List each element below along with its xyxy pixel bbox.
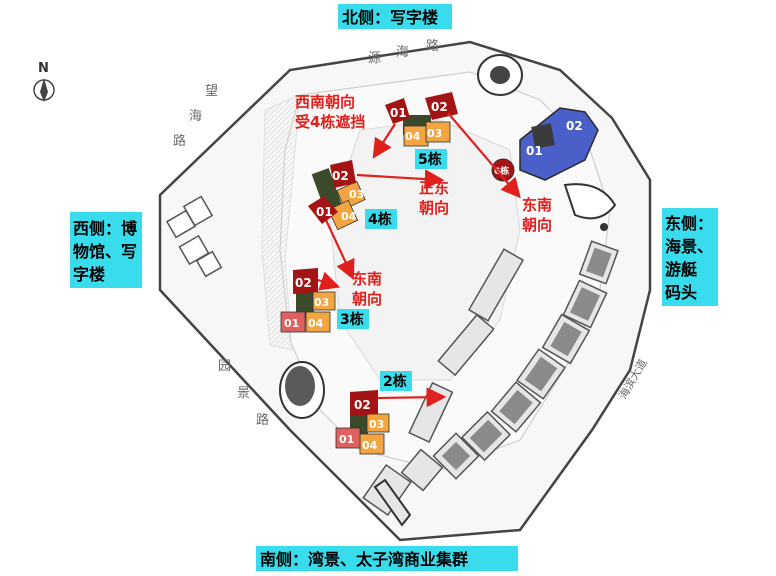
se-note-line2: 朝向 bbox=[352, 290, 382, 308]
compass-letter: N bbox=[38, 61, 49, 76]
east-label-line4: 码头 bbox=[665, 283, 697, 302]
north-road-char-3: 路 bbox=[426, 38, 439, 54]
north-road-char-2: 海 bbox=[396, 45, 409, 60]
east-note-line2: 朝向 bbox=[522, 216, 552, 234]
sw-note-line1: 西南朝向 bbox=[295, 93, 355, 111]
arrow-b3 bbox=[317, 271, 341, 291]
west-label-line1: 西侧：博 bbox=[73, 219, 137, 238]
b4-label-bg bbox=[365, 209, 397, 229]
b4-label: 4栋 bbox=[368, 211, 392, 228]
b3-label: 3栋 bbox=[340, 311, 364, 328]
office-tower: 02 01 bbox=[519, 107, 599, 181]
b5-label-bg bbox=[415, 149, 447, 169]
sw-arrow bbox=[372, 123, 396, 159]
b3-unit-02: 02 bbox=[295, 276, 312, 290]
east-curved-building bbox=[563, 183, 617, 220]
b2-label-bg bbox=[380, 371, 412, 391]
building-5-cluster: 01 02 04 03 bbox=[385, 92, 458, 147]
b3-label-bg bbox=[337, 309, 369, 329]
b4-unit-04: 04 bbox=[341, 210, 357, 223]
b4-unit-01: 01 bbox=[316, 205, 333, 219]
east-small-marker bbox=[600, 223, 608, 231]
sw-road-char-3: 路 bbox=[256, 412, 269, 428]
west-road-band bbox=[261, 94, 301, 351]
north-compass-icon: N bbox=[33, 61, 55, 102]
orientation-arrows bbox=[317, 112, 521, 408]
b2-label: 2栋 bbox=[383, 373, 407, 390]
west-museum bbox=[165, 195, 223, 278]
west-road-char-3: 路 bbox=[173, 133, 186, 149]
due-east-arrow bbox=[356, 169, 445, 189]
east-label-line1: 东侧： bbox=[665, 214, 713, 233]
sw-road-char-1: 园 bbox=[218, 359, 231, 374]
b5-unit-02: 02 bbox=[431, 100, 448, 114]
b2-unit-01: 01 bbox=[339, 433, 354, 446]
north-round-building bbox=[477, 54, 523, 96]
b3-unit-04: 04 bbox=[308, 317, 324, 330]
b4-unit-02: 02 bbox=[332, 169, 349, 183]
east-label-bg bbox=[662, 208, 718, 306]
north-label: 北侧：写字楼 bbox=[342, 8, 438, 27]
b5-unit-03: 03 bbox=[427, 127, 442, 140]
west-label-bg bbox=[70, 212, 142, 288]
se-arrow-b4 bbox=[325, 219, 355, 280]
b3-unit-01: 01 bbox=[284, 317, 299, 330]
building-6-label: 6栋 bbox=[494, 165, 509, 177]
building-4-cluster: 02 01 03 04 bbox=[308, 160, 366, 231]
se-arrow-b5 bbox=[447, 112, 521, 199]
b5-unit-04: 04 bbox=[405, 130, 421, 143]
south-label: 南侧：湾景、太子湾商业集群 bbox=[260, 550, 468, 569]
office-unit-01: 01 bbox=[526, 144, 543, 158]
due-east-note-line2: 朝向 bbox=[419, 199, 449, 217]
west-road-char-1: 望 bbox=[205, 83, 218, 99]
north-road-char-1: 源 bbox=[368, 51, 381, 66]
east-label-line3: 游艇 bbox=[665, 260, 698, 279]
b3-unit-03: 03 bbox=[314, 296, 329, 309]
building-2-cluster: 02 03 04 01 bbox=[335, 390, 390, 455]
north-label-bg bbox=[338, 4, 452, 29]
east-label-line2: 海景、 bbox=[665, 237, 713, 256]
office-unit-02: 02 bbox=[566, 119, 583, 133]
west-label-line2: 物馆、写 bbox=[73, 242, 137, 261]
sw-road-char-2: 景 bbox=[237, 386, 250, 401]
east-strip-roofs bbox=[441, 247, 612, 471]
b2-unit-02: 02 bbox=[354, 398, 371, 412]
b5-unit-01: 01 bbox=[390, 106, 407, 120]
sw-note-line2: 受4栋遮挡 bbox=[295, 113, 365, 131]
southwest-oval-building bbox=[279, 361, 325, 419]
south-pointed-building bbox=[373, 478, 412, 527]
b5-label: 5栋 bbox=[418, 151, 442, 168]
building-3-cluster: 02 03 04 01 bbox=[280, 268, 336, 333]
east-arrow-b2 bbox=[377, 387, 447, 408]
due-east-note-line1: 正东 bbox=[419, 179, 449, 197]
b2-unit-04: 04 bbox=[362, 439, 378, 452]
south-label-bg bbox=[256, 546, 518, 571]
west-road-char-2: 海 bbox=[189, 109, 202, 124]
west-label-line3: 字楼 bbox=[73, 265, 105, 284]
se-note-line1: 东南 bbox=[352, 270, 382, 288]
b2-unit-03: 03 bbox=[369, 418, 384, 431]
b4-unit-03: 03 bbox=[349, 188, 364, 201]
east-note-line1: 东南 bbox=[522, 196, 552, 214]
